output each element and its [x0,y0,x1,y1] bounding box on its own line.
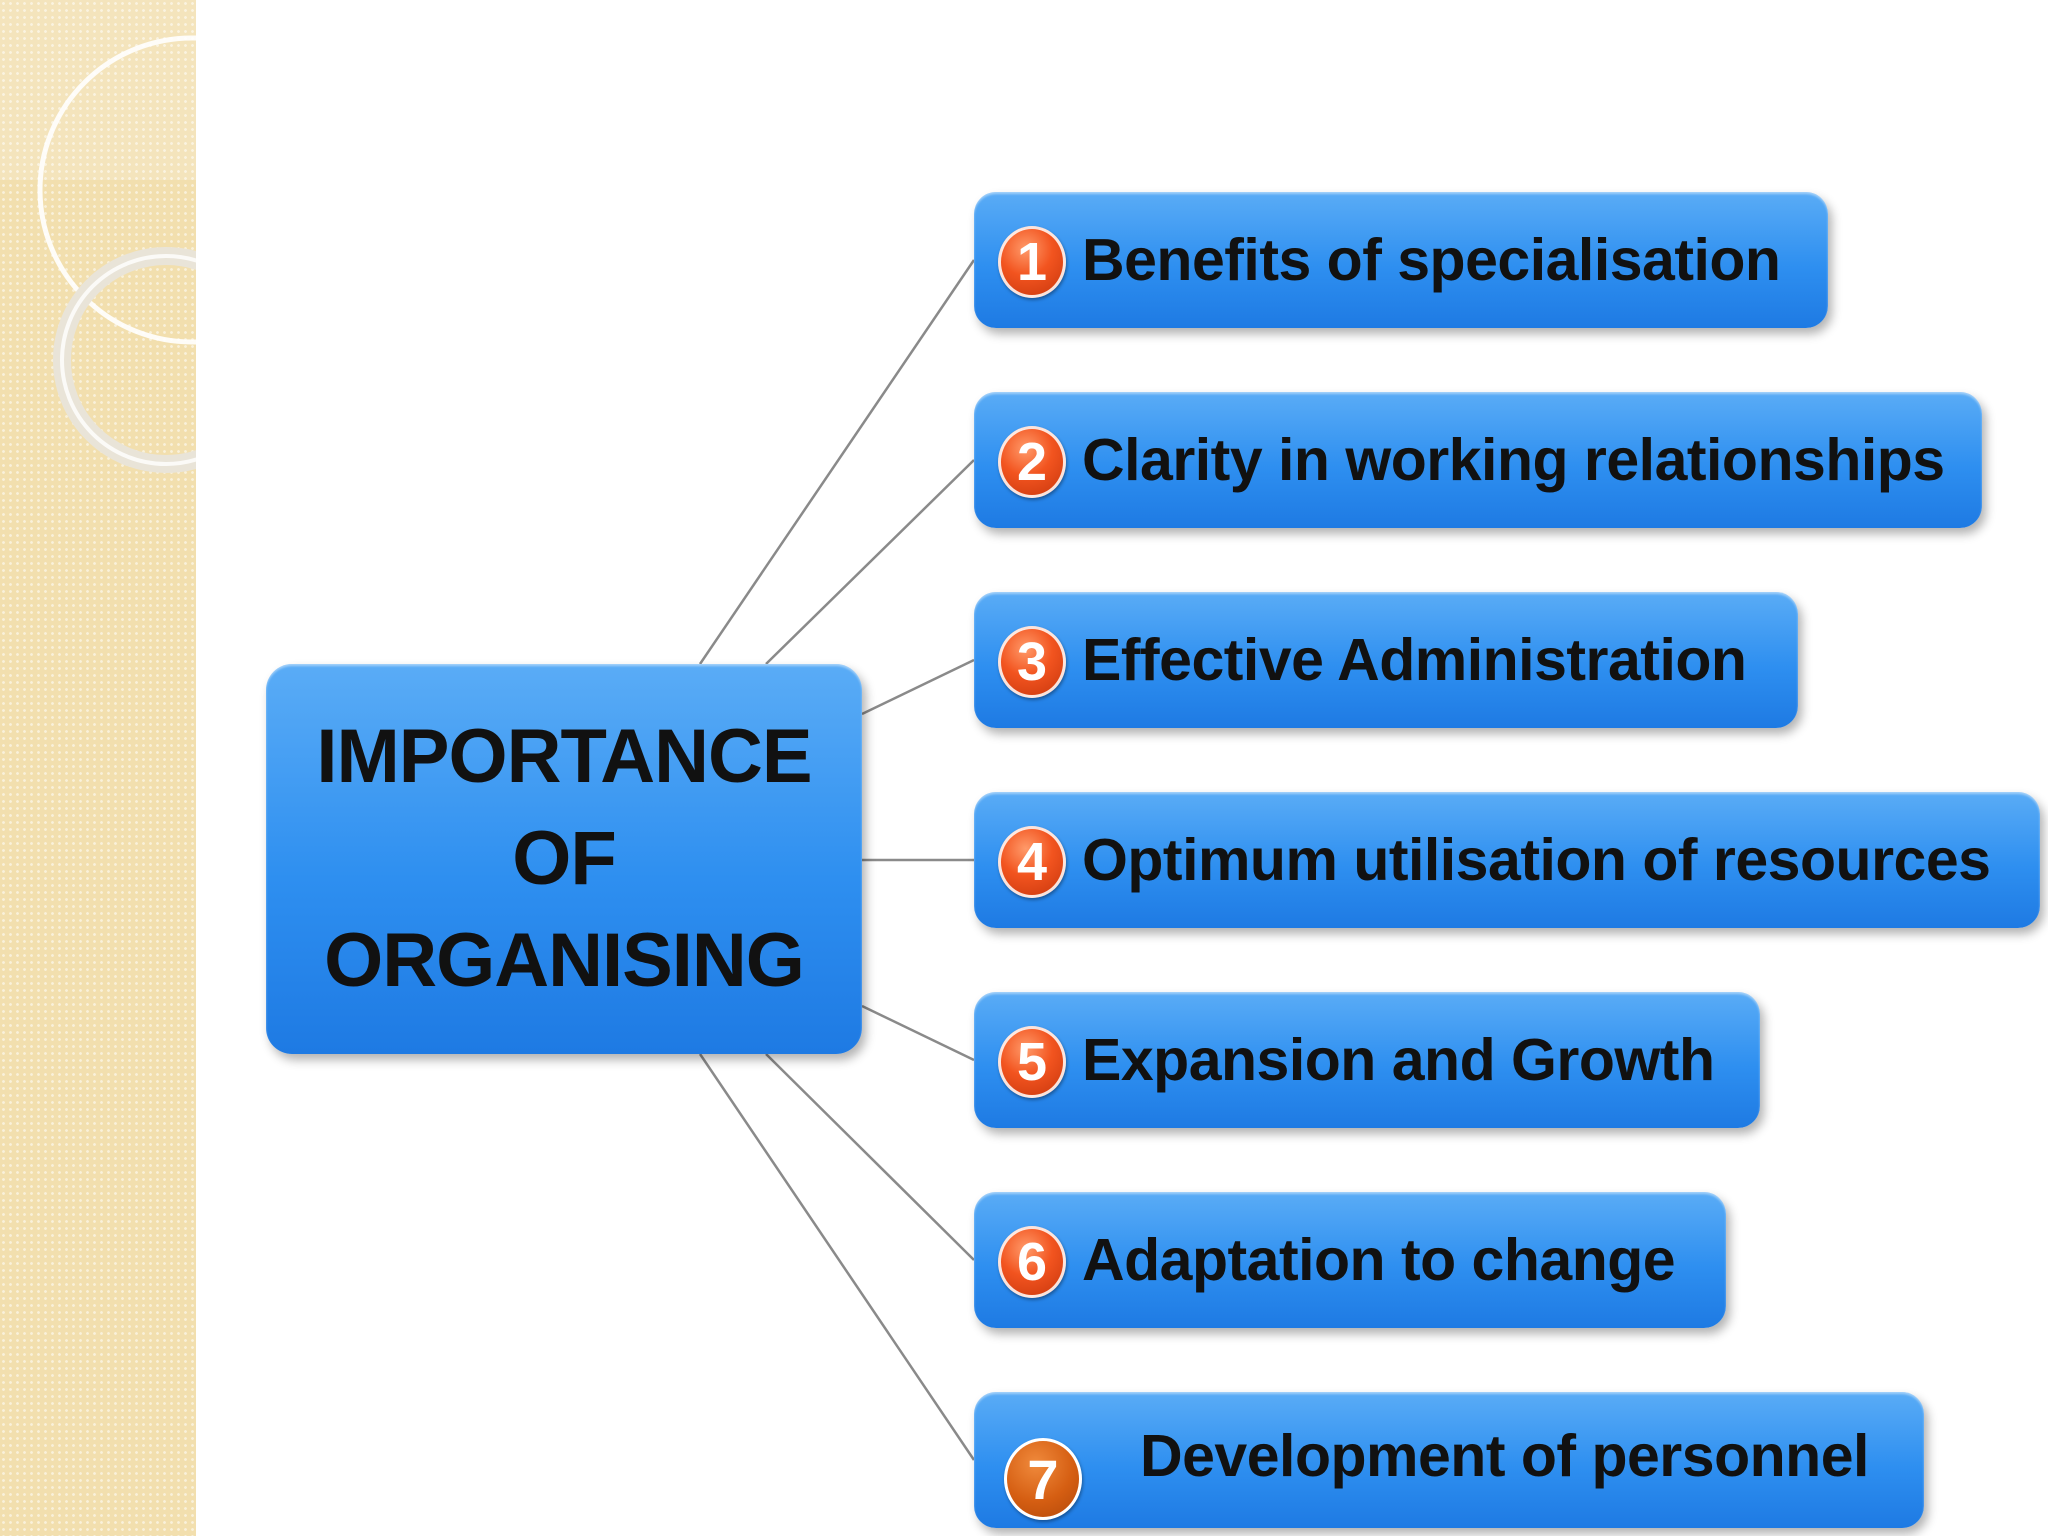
number-badge-6: 6 [998,1226,1066,1298]
connector-5 [861,1004,975,1062]
branch-label-5: Expansion and Growth [1082,1027,1715,1093]
branch-label-2: Clarity in working relationships [1082,427,1945,493]
central-title-line-1: IMPORTANCE [316,714,812,799]
connector-2 [765,459,975,665]
number-badge-7: 7 [1004,1438,1082,1520]
branch-node-4: 4 Optimum utilisation of resources [974,792,2040,928]
central-title: IMPORTANCE OF ORGANISING [316,706,812,1012]
branch-node-5: 5 Expansion and Growth [974,992,1760,1128]
number-badge-4: 4 [998,826,1066,898]
branch-node-2: 2 Clarity in working relationships [974,392,1982,528]
connector-3 [861,658,975,716]
decorative-circles [0,0,196,473]
branch-node-7: 7 Development of personnel [974,1392,1924,1528]
central-node: IMPORTANCE OF ORGANISING [266,664,862,1054]
number-badge-1: 1 [998,226,1066,298]
branch-label-7: Development of personnel [1140,1423,1869,1489]
branch-label-4: Optimum utilisation of resources [1082,827,1991,893]
branch-node-3: 3 Effective Administration [974,592,1798,728]
branch-node-6: 6 Adaptation to change [974,1192,1726,1328]
number-badge-2: 2 [998,426,1066,498]
central-title-line-3: ORGANISING [324,918,805,1003]
number-badge-5: 5 [998,1026,1066,1098]
branch-node-1: 1 Benefits of specialisation [974,192,1828,328]
connector-7 [698,1053,976,1461]
connector-6 [765,1053,975,1261]
central-title-line-2: OF [512,816,617,901]
branch-label-1: Benefits of specialisation [1082,227,1781,293]
number-badge-3: 3 [998,626,1066,698]
branch-label-6: Adaptation to change [1082,1227,1676,1293]
branch-label-3: Effective Administration [1082,627,1747,693]
connector-1 [698,259,976,665]
